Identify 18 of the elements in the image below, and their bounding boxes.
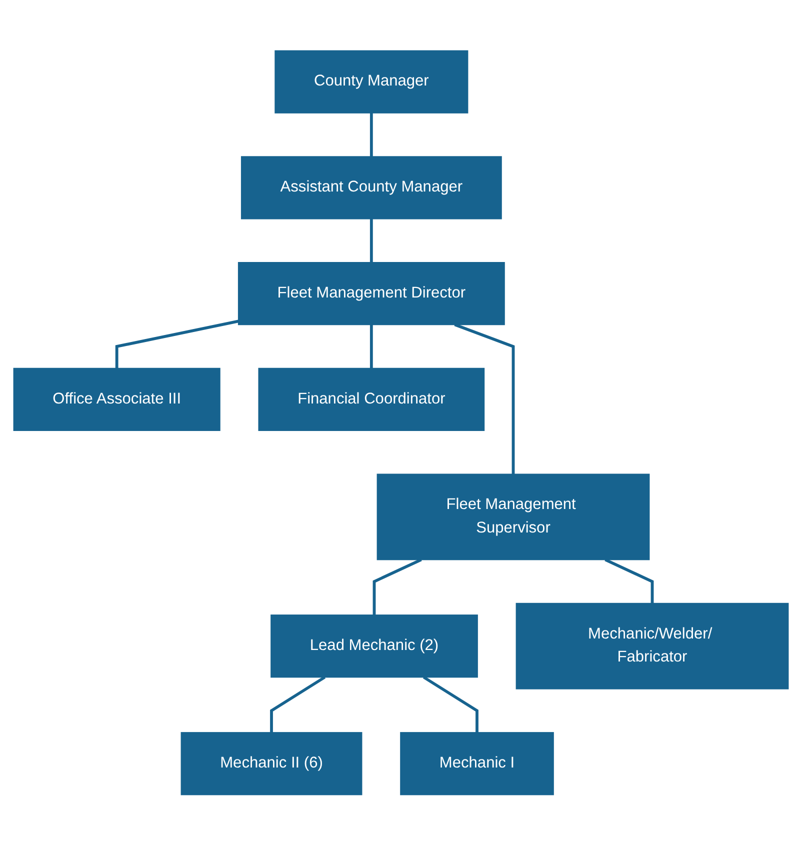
node-box: Fleet Management Supervisor [376,474,650,560]
connector [114,320,238,369]
node-box: Mechanic/Welder/ Fabricator [515,603,788,690]
node-box: Lead Mechanic (2) [270,614,478,678]
node-box: Office Associate III [12,368,220,432]
connector [369,324,372,369]
node-box: Assistant County Manager [240,156,502,220]
connector [604,558,654,604]
node-box: County Manager [274,50,468,114]
node-box: Mechanic II (6) [180,732,362,796]
connector [369,113,372,157]
connector [454,324,514,474]
node-box: Financial Coordinator [258,368,484,432]
connector [270,676,326,733]
node-box: Mechanic I [400,732,554,796]
connector [422,676,478,733]
node-box: Fleet Management Director [237,262,504,326]
connector [369,219,372,263]
